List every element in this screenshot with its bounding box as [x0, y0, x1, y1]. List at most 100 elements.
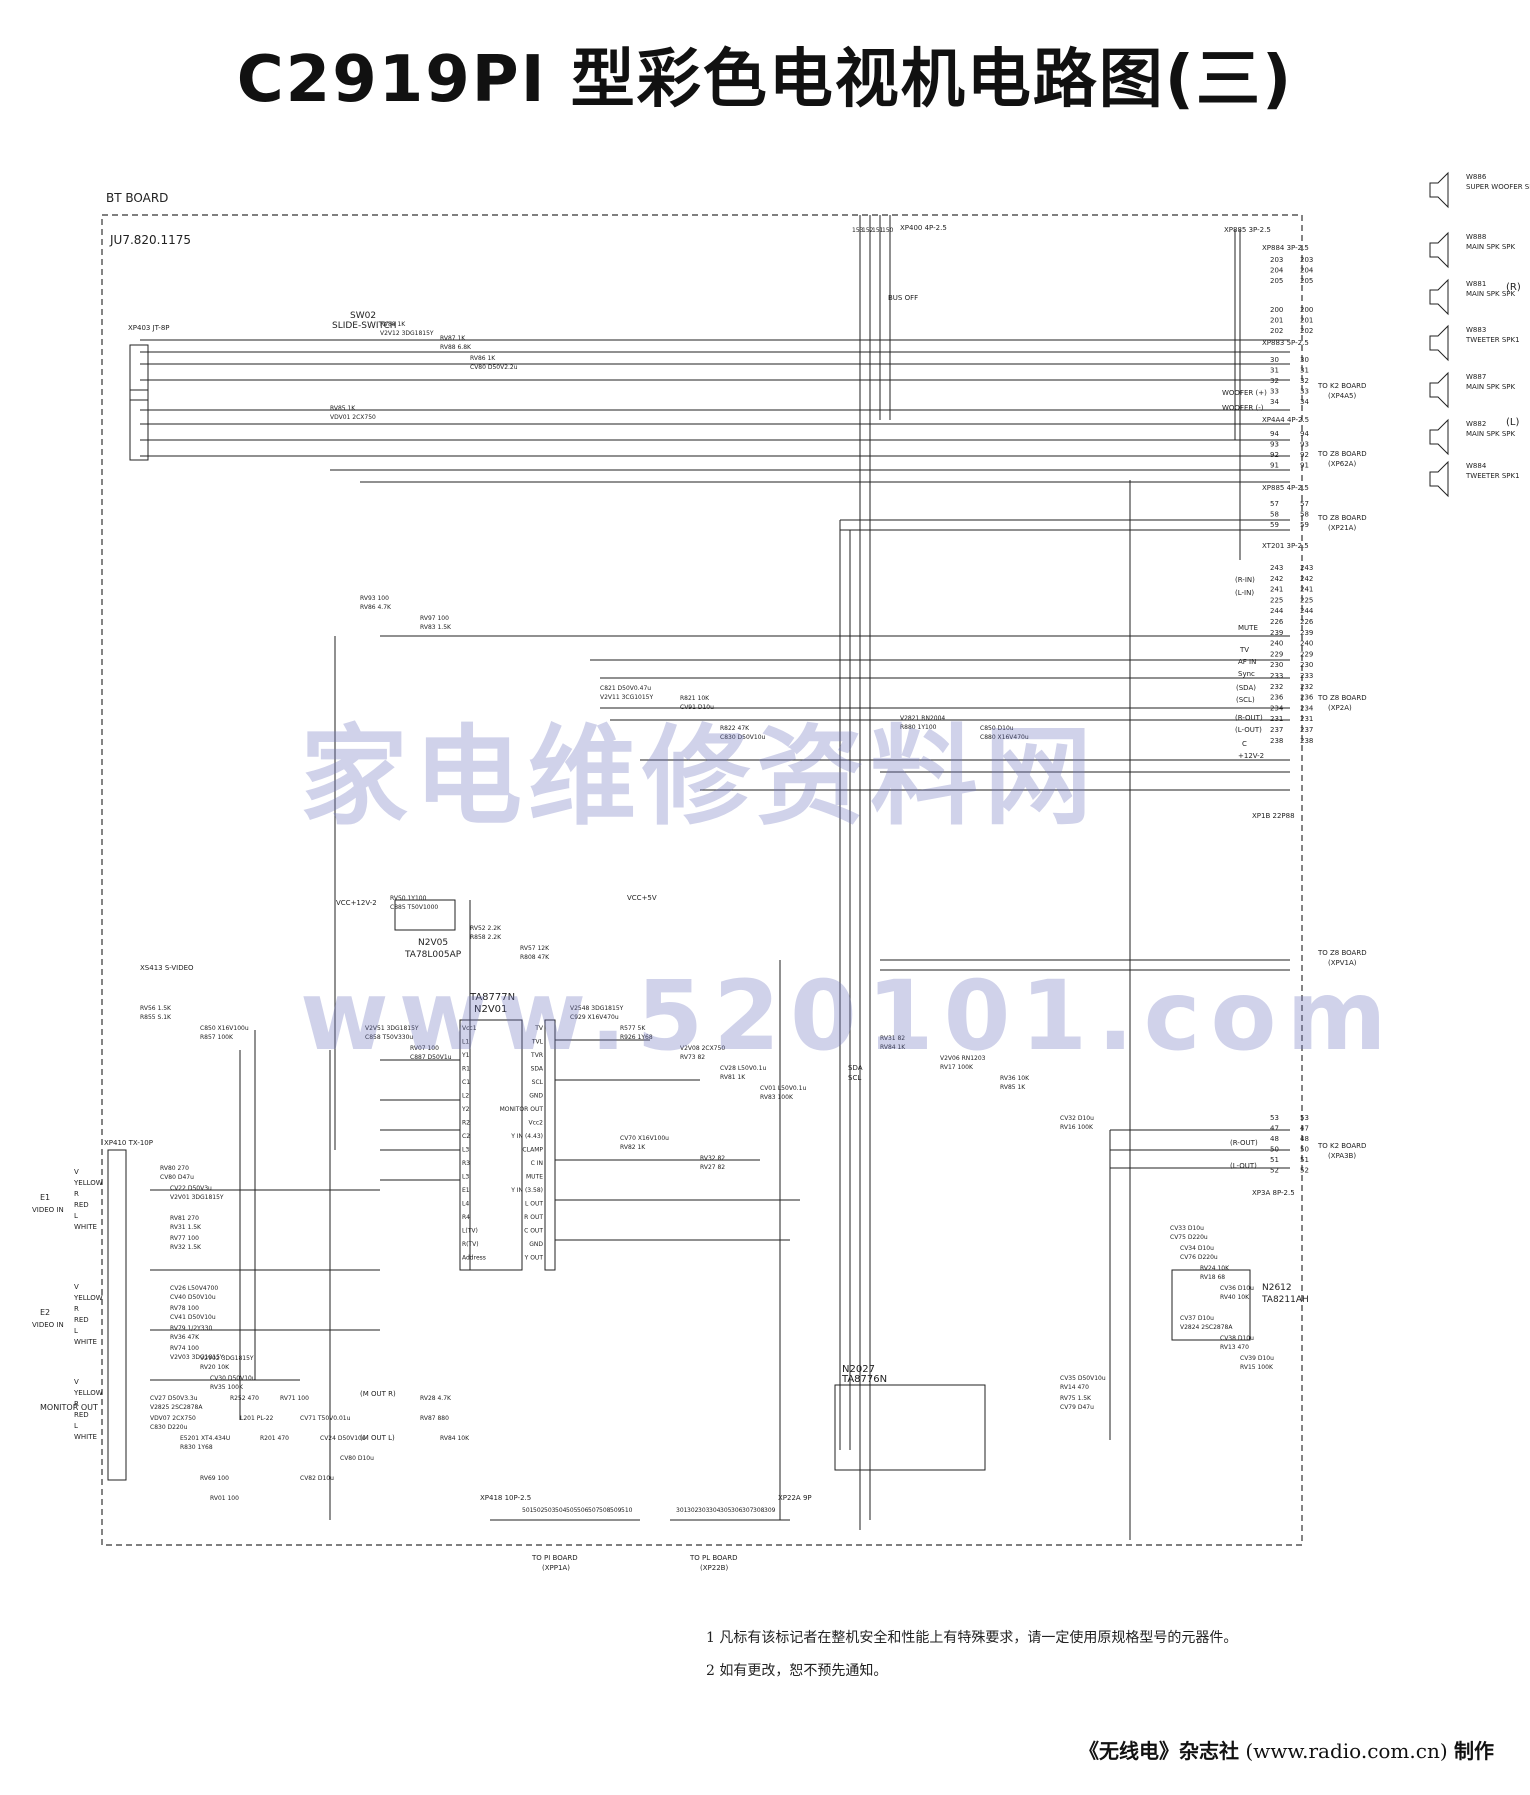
pin-number: 30	[1270, 356, 1279, 364]
component-label: V2825 2SC2878A	[150, 1404, 203, 1411]
ic-pin-right: GND	[529, 1241, 543, 1248]
pin-number: 507	[588, 1507, 600, 1514]
component-label: CV80 D47u	[160, 1174, 194, 1181]
component-label: CV33 D10u	[1170, 1225, 1204, 1232]
net-label: VCC+5V	[627, 894, 657, 902]
ic-pin-left: L(TV)	[462, 1228, 478, 1235]
net-label: (M OUT L)	[360, 1434, 395, 1442]
board-target: TO K2 BOARD	[1317, 382, 1366, 390]
board-target: TO Z8 BOARD	[1317, 949, 1367, 957]
speaker-name: TWEETER SPK1	[1465, 336, 1520, 344]
pin-number: 31	[1300, 367, 1309, 375]
input-row-label: V	[74, 1283, 79, 1291]
component-label: RV78 100	[170, 1305, 199, 1312]
pin-number: 306	[731, 1507, 743, 1514]
pin-number: 203	[1300, 256, 1313, 264]
credit-suffix: 制作	[1454, 1739, 1494, 1763]
net-label: (SCL)	[1236, 696, 1255, 704]
pin-number: 34	[1300, 398, 1309, 406]
pin-number: 240	[1270, 640, 1283, 648]
component-label: RV31 1.5K	[170, 1224, 202, 1231]
bus-lines	[107, 215, 1290, 1540]
pin-number: 501	[522, 1507, 534, 1514]
component-label: RV88 1K	[380, 321, 406, 328]
net-label: (L-OUT)	[1235, 726, 1262, 734]
pin-number: 94	[1300, 430, 1309, 438]
pin-number: 236	[1270, 694, 1284, 702]
watermark-line-2: www.520101.com	[300, 960, 1397, 1072]
pin-number: 53	[1300, 1114, 1309, 1122]
board-target: TO PI BOARD	[531, 1554, 578, 1562]
board-name: BT BOARD	[106, 191, 168, 205]
ic-pin-left: Y1	[461, 1052, 470, 1059]
component-label: V2V08 2CX750	[680, 1045, 725, 1052]
pin-number: 52	[1300, 1167, 1309, 1175]
watermark-line-1: 家电维修资料网	[300, 715, 1099, 840]
pin-number: 204	[1300, 267, 1314, 275]
net-label: (R-IN)	[1235, 576, 1255, 584]
component-label: C821 D50V0.47u	[600, 685, 651, 692]
ic-main-part: TA8777N	[469, 992, 515, 1003]
component-label: RV16 100K	[1060, 1124, 1094, 1131]
board-code: JU7.820.1175	[109, 233, 191, 247]
pin-number: 239	[1270, 629, 1283, 637]
pin-number: 200	[1300, 306, 1313, 314]
speaker-name: MAIN SPK SPK	[1466, 430, 1515, 438]
pin-number: 57	[1270, 500, 1279, 508]
net-label: (R-OUT)	[1230, 1139, 1258, 1147]
component-label: R926 1Y68	[620, 1034, 653, 1041]
ic-pin-left: L3	[462, 1174, 469, 1181]
component-label: CV38 D10u	[1220, 1335, 1254, 1342]
note-2: 2 如有更改，恕不预先通知。	[706, 1663, 888, 1679]
pin-number: 243	[1270, 564, 1283, 572]
component-label: CV27 D50V3.3u	[150, 1395, 198, 1402]
component-label: C887 D50V1u	[410, 1054, 452, 1061]
component-label: CV28 L50V0.1u	[720, 1065, 766, 1072]
input-row-label: R	[74, 1305, 79, 1313]
pin-number: 51	[1270, 1156, 1279, 1164]
net-label: WOOFER (-)	[1222, 404, 1264, 412]
input-row-label: V	[74, 1378, 79, 1386]
input-row-label: WHITE	[74, 1433, 97, 1441]
component-label: RV88 6.8K	[440, 344, 472, 351]
pin-number: 241	[1270, 586, 1283, 594]
component-label: RV56 1.5K	[140, 1005, 172, 1012]
pin-number: 32	[1270, 377, 1279, 385]
pin-number: 237	[1300, 726, 1313, 734]
component-label: CV22 D50V3u	[170, 1185, 212, 1192]
component-label: CV26 L50V4700	[170, 1285, 218, 1292]
input-row-label: RED	[74, 1316, 89, 1324]
board-outline	[101, 214, 1303, 1546]
pin-number: 229	[1300, 650, 1313, 658]
ic-pin-left: R(TV)	[462, 1241, 479, 1248]
component-label: V2V11 3CG1015Y	[600, 694, 653, 701]
ic-pin-right: L OUT	[525, 1201, 543, 1208]
component-label: CV79 D47u	[1060, 1404, 1094, 1411]
pin-number: 34	[1270, 398, 1279, 406]
component-label: L201 PL-22	[240, 1415, 274, 1422]
component-label: RV87 1K	[440, 335, 466, 342]
pin-number: 232	[1300, 683, 1313, 691]
component-label: R857 100K	[200, 1034, 234, 1041]
component-label: RV32 82	[700, 1155, 725, 1162]
pin-number: 30	[1300, 356, 1309, 364]
component-label: CV71 T50V0.01u	[300, 1415, 351, 1422]
input-group-name: MONITOR OUT	[40, 1403, 98, 1412]
speaker-ref: W888	[1466, 233, 1486, 241]
pin-number: 242	[1270, 575, 1283, 583]
pin-number: 303	[698, 1507, 710, 1514]
component-label: CV37 D10u	[1180, 1315, 1214, 1322]
board-targets: TO K2 BOARD(XP4A5)TO Z8 BOARD(XP62A)TO Z…	[531, 382, 1367, 1572]
pin-number: 241	[1300, 586, 1313, 594]
component-label: V2V03 3DG1815Y	[170, 1354, 224, 1361]
switch-name: SLIDE-SWITCH	[332, 321, 397, 331]
pin-number: 509	[610, 1507, 622, 1514]
input-group-sub: VIDEO IN	[32, 1321, 64, 1329]
component-label: RV57 12K	[520, 945, 550, 952]
pin-number: 244	[1300, 607, 1314, 615]
ic-pin-right: CLAMP	[522, 1147, 543, 1154]
input-row-label: R	[74, 1190, 79, 1198]
pin-number: 233	[1270, 672, 1283, 680]
ic-pin-left: L2	[462, 1093, 469, 1100]
